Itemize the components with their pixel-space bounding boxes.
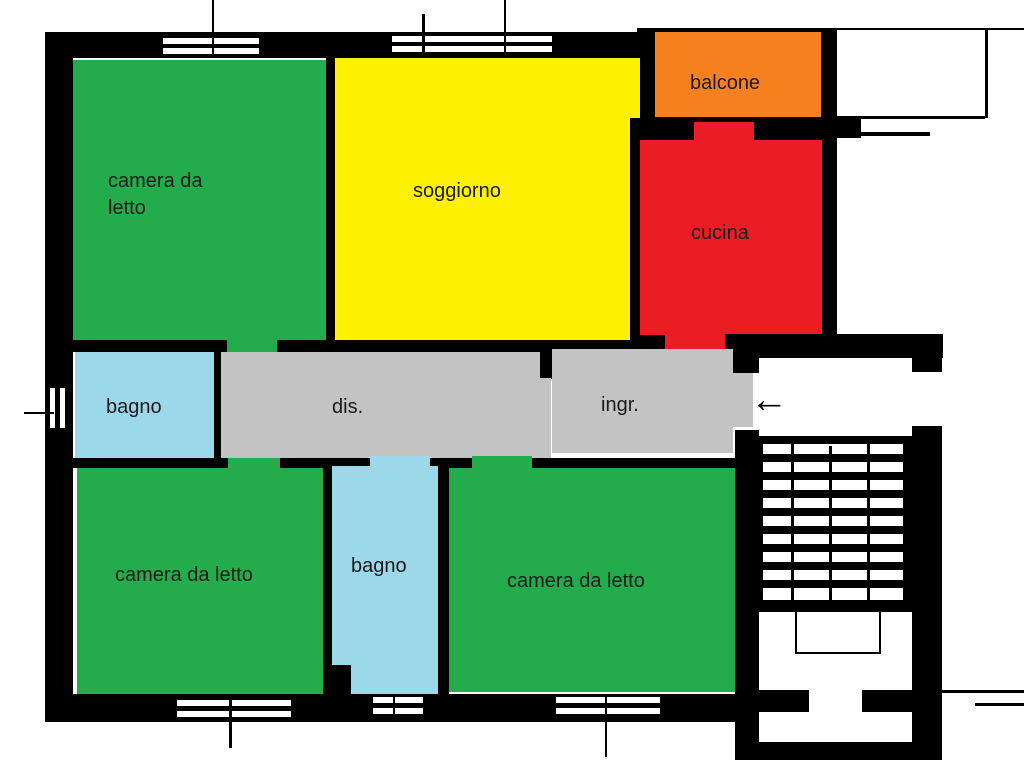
window-bottom-3b bbox=[556, 708, 660, 714]
window-top-1 bbox=[163, 38, 259, 44]
stair-step bbox=[763, 570, 903, 580]
outer-wall-top bbox=[45, 32, 650, 58]
room-camera-1-label-line1: camera da bbox=[108, 170, 203, 192]
window-bottom-1b bbox=[177, 711, 291, 717]
stair-landing bbox=[759, 612, 912, 742]
stair-wall-right bbox=[912, 426, 942, 760]
room-bagno-1 bbox=[75, 352, 215, 460]
room-dis-label: dis. bbox=[332, 396, 364, 418]
stair-rail bbox=[829, 446, 832, 602]
stair-step bbox=[763, 516, 903, 526]
door-camera1 bbox=[227, 340, 277, 354]
room-camera-2-label: camera da letto bbox=[115, 564, 253, 586]
wall-corridor-top bbox=[73, 340, 633, 352]
stair-step bbox=[763, 588, 903, 600]
room-cucina-door-top bbox=[694, 122, 754, 142]
stair-wall-left bbox=[735, 430, 759, 760]
window-top-2 bbox=[392, 36, 552, 42]
balcony-rail-post bbox=[985, 28, 988, 118]
stair-step bbox=[763, 534, 903, 544]
window-left-mullion bbox=[24, 412, 54, 414]
window-left-b bbox=[60, 388, 65, 428]
stair-landing-wall bbox=[759, 690, 809, 712]
stair-ext-line bbox=[942, 690, 1024, 693]
stair-rail bbox=[791, 436, 794, 612]
door-bagno2 bbox=[370, 456, 430, 468]
room-soggiorno bbox=[335, 58, 632, 340]
wall-corridor-top-right bbox=[540, 341, 552, 379]
window-bottom-2b bbox=[373, 708, 423, 714]
stair-step bbox=[763, 444, 903, 454]
wall-camera2-bagno2 bbox=[323, 464, 332, 696]
window-top-2-mullion bbox=[422, 14, 425, 54]
stair-step bbox=[763, 498, 903, 508]
stair-landing-wall-right bbox=[862, 690, 912, 712]
stair-step bbox=[763, 462, 903, 472]
room-balcone bbox=[655, 32, 821, 117]
room-balcone-label: balcone bbox=[690, 72, 761, 94]
room-camera-3 bbox=[449, 468, 735, 692]
door-camera3 bbox=[472, 456, 532, 468]
wall-bagno1-right bbox=[214, 352, 221, 464]
room-camera-3-label: camera da letto bbox=[507, 570, 645, 592]
wall-camera1-soggiorno bbox=[326, 56, 335, 346]
window-bottom-1 bbox=[177, 700, 291, 706]
room-cucina-label: cucina bbox=[691, 222, 749, 244]
window-bottom-3 bbox=[556, 697, 660, 703]
wall-bagno2-notch bbox=[332, 665, 351, 695]
window-top-2-mullion-b bbox=[504, 0, 506, 54]
room-bagno-1-label: bagno bbox=[106, 396, 162, 418]
stair-step bbox=[763, 552, 903, 562]
balcony-ext-line bbox=[860, 132, 930, 136]
staircase bbox=[759, 436, 912, 612]
window-bottom-2-mullion bbox=[393, 697, 395, 722]
wall-bagno2-camera3 bbox=[438, 464, 449, 696]
window-bottom-2 bbox=[373, 697, 423, 703]
stair-rail bbox=[867, 436, 870, 612]
wall-ingr-top-stub bbox=[733, 345, 759, 373]
room-bagno-2-lower bbox=[351, 664, 438, 694]
window-bottom-1-mullion bbox=[229, 700, 232, 748]
stair-landing-box bbox=[795, 612, 881, 654]
room-camera-2 bbox=[77, 468, 323, 694]
room-bagno-2 bbox=[332, 466, 438, 666]
outer-wall-left bbox=[45, 32, 73, 722]
window-top-1-mullion bbox=[212, 0, 214, 56]
stair-wall-bottom bbox=[735, 742, 942, 760]
room-bagno-2-label: bagno bbox=[351, 555, 407, 577]
room-camera-1-label-line2: letto bbox=[108, 197, 146, 219]
balcony-rail-bottom bbox=[837, 116, 985, 119]
room-camera-1 bbox=[73, 60, 326, 341]
room-dis-lower bbox=[221, 378, 551, 458]
room-soggiorno-label: soggiorno bbox=[413, 180, 501, 202]
window-bottom-3-mullion bbox=[605, 697, 607, 757]
wall-cucina-bottom-ext bbox=[725, 334, 943, 358]
balcony-rail-top bbox=[837, 28, 1024, 30]
wall-balcony-ext bbox=[837, 118, 861, 138]
window-top-1b bbox=[163, 48, 259, 54]
wall-ext-stub-right bbox=[912, 334, 942, 372]
room-cucina-door-bottom bbox=[665, 333, 725, 349]
stair-step bbox=[763, 480, 903, 490]
window-left bbox=[50, 388, 55, 428]
room-ingr-label: ingr. bbox=[601, 394, 639, 416]
window-top-2b bbox=[392, 46, 552, 52]
room-cucina bbox=[640, 140, 822, 335]
room-ingr-door bbox=[733, 373, 753, 427]
entrance-arrow-icon: ← bbox=[750, 379, 788, 421]
stair-ext-line-b bbox=[975, 703, 1024, 706]
room-ingr bbox=[552, 349, 733, 453]
door-camera2 bbox=[228, 458, 280, 468]
